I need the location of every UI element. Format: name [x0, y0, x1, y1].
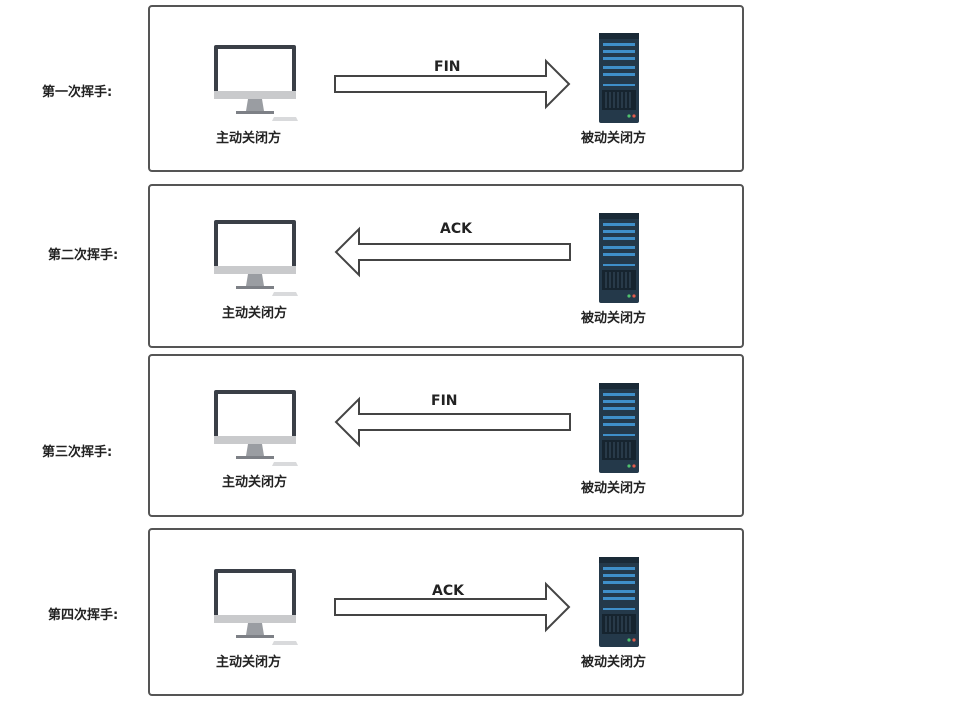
server-tower-icon: [599, 383, 639, 473]
step-2-label: 第二次挥手:: [48, 248, 119, 263]
arrow-right: [334, 58, 571, 110]
active-closer-label: 主动关闭方: [222, 306, 288, 321]
passive-closer-label: 被动关闭方: [581, 311, 647, 326]
desktop-computer-icon: [214, 390, 298, 466]
passive-closer-label: 被动关闭方: [581, 481, 647, 496]
active-closer-label: 主动关闭方: [216, 655, 282, 670]
step-3-panel: 主动关闭方 FIN 被动关闭方: [148, 354, 744, 517]
passive-closer-label: 被动关闭方: [581, 655, 647, 670]
message-label: FIN: [431, 393, 458, 409]
step-1-label: 第一次挥手:: [42, 85, 113, 100]
arrow-left: [334, 226, 571, 278]
message-label: ACK: [440, 221, 472, 237]
active-closer-label: 主动关闭方: [216, 131, 282, 146]
message-label: ACK: [432, 583, 464, 599]
desktop-computer-icon: [214, 45, 298, 121]
server-tower-icon: [599, 213, 639, 303]
step-3-label: 第三次挥手:: [42, 445, 113, 460]
step-4-label: 第四次挥手:: [48, 608, 119, 623]
step-2-panel: 主动关闭方 ACK 被动关闭方: [148, 184, 744, 348]
step-1-panel: 主动关闭方 FIN 被动关闭方: [148, 5, 744, 172]
server-tower-icon: [599, 33, 639, 123]
active-closer-label: 主动关闭方: [222, 475, 288, 490]
step-4-panel: 主动关闭方 ACK 被动关闭方: [148, 528, 744, 696]
server-tower-icon: [599, 557, 639, 647]
message-label: FIN: [434, 59, 461, 75]
desktop-computer-icon: [214, 569, 298, 645]
desktop-computer-icon: [214, 220, 298, 296]
passive-closer-label: 被动关闭方: [581, 131, 647, 146]
arrow-left: [334, 396, 571, 448]
arrow-right: [334, 581, 571, 633]
